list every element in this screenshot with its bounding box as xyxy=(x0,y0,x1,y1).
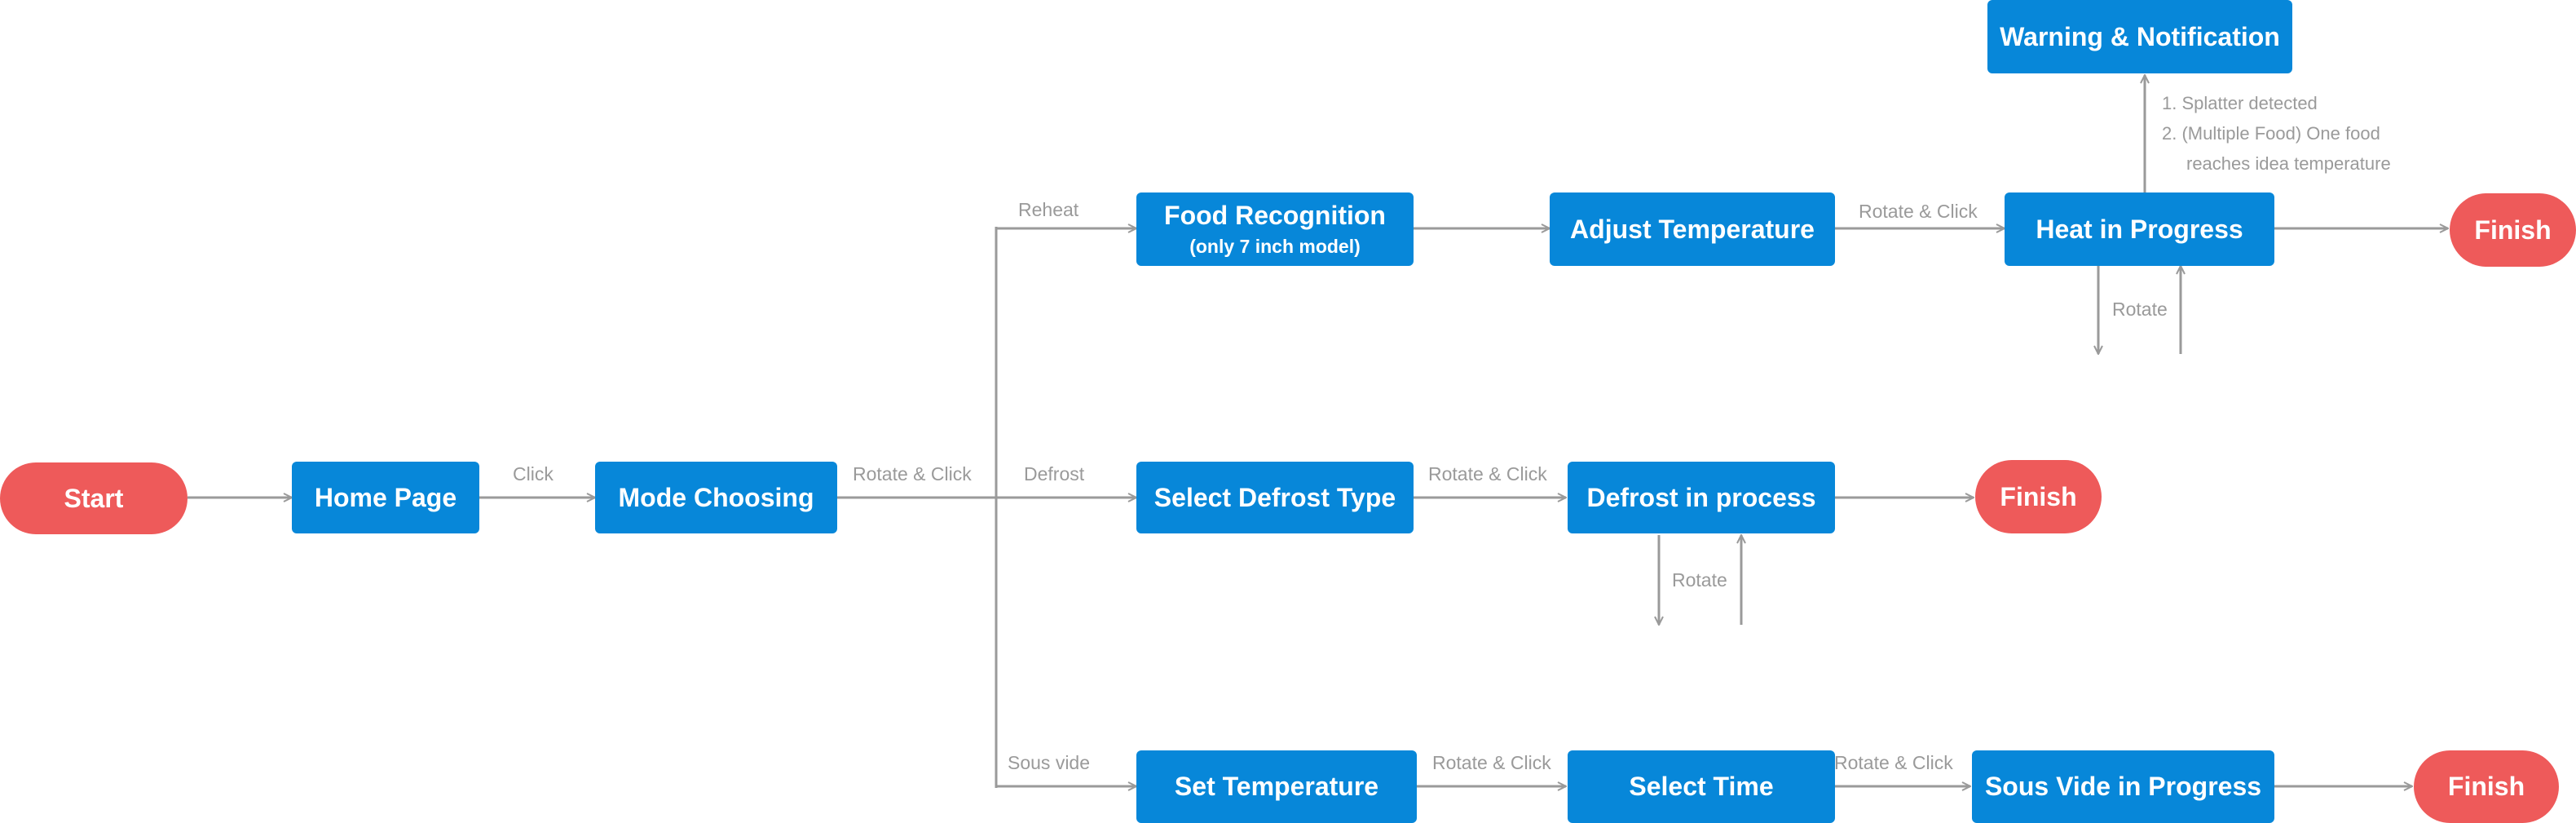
select-time-node: Select Time xyxy=(1568,750,1835,823)
label-click: Click xyxy=(513,463,554,485)
warning-notification-label: Warning & Notification xyxy=(2000,21,2280,51)
finish-defrost-label: Finish xyxy=(2000,481,2077,511)
label-rotate-click-reheat: Rotate & Click xyxy=(1859,201,1978,222)
home-page-label: Home Page xyxy=(314,482,457,512)
defrost-in-process-node: Defrost in process xyxy=(1568,462,1835,533)
finish-defrost-node: Finish xyxy=(1975,460,2102,533)
mode-choosing-node: Mode Choosing xyxy=(595,462,837,533)
finish-sous-vide-node: Finish xyxy=(2414,750,2559,823)
select-defrost-type-node: Select Defrost Type xyxy=(1136,462,1414,533)
warning-conditions: 1. Splatter detected 2. (Multiple Food) … xyxy=(2162,88,2391,179)
finish-reheat-label: Finish xyxy=(2474,215,2552,245)
heat-in-progress-node: Heat in Progress xyxy=(2005,192,2274,266)
sous-vide-in-progress-node: Sous Vide in Progress xyxy=(1972,750,2274,823)
start-node: Start xyxy=(0,462,187,534)
sous-vide-in-progress-label: Sous Vide in Progress xyxy=(1984,772,2262,802)
label-defrost: Defrost xyxy=(1024,463,1085,485)
set-temperature-node: Set Temperature xyxy=(1136,750,1417,823)
food-recognition-node: Food Recognition (only 7 inch model) xyxy=(1136,192,1414,266)
food-recognition-note: (only 7 inch model) xyxy=(1189,236,1361,258)
home-page-node: Home Page xyxy=(292,462,479,533)
mode-choosing-label: Mode Choosing xyxy=(618,482,814,512)
label-sous-vide: Sous vide xyxy=(1008,752,1091,773)
label-reheat: Reheat xyxy=(1018,199,1079,220)
select-defrost-type-label: Select Defrost Type xyxy=(1153,482,1396,512)
label-rotate-click-sv1: Rotate & Click xyxy=(1432,752,1551,773)
start-label: Start xyxy=(64,483,124,513)
set-temperature-label: Set Temperature xyxy=(1174,772,1379,802)
label-rotate-click-mode: Rotate & Click xyxy=(853,463,972,485)
label-rotate-click-sv2: Rotate & Click xyxy=(1834,752,1953,773)
label-rotate-defrost: Rotate xyxy=(1672,569,1727,591)
warning-condition-2-continued: reaches idea temperature xyxy=(2186,153,2391,174)
adjust-temperature-label: Adjust Temperature xyxy=(1570,214,1815,244)
heat-in-progress-label: Heat in Progress xyxy=(2036,214,2243,244)
warning-condition-1: 1. Splatter detected xyxy=(2162,93,2318,113)
label-rotate-click-defrost: Rotate & Click xyxy=(1428,463,1547,485)
finish-reheat-node: Finish xyxy=(2450,193,2576,267)
warning-condition-2: 2. (Multiple Food) One food xyxy=(2162,123,2380,144)
warning-notification-node: Warning & Notification xyxy=(1987,0,2292,73)
food-recognition-label: Food Recognition xyxy=(1164,201,1386,231)
select-time-label: Select Time xyxy=(1629,772,1774,802)
adjust-temperature-node: Adjust Temperature xyxy=(1550,192,1835,266)
defrost-in-process-label: Defrost in process xyxy=(1586,482,1816,512)
finish-sous-vide-label: Finish xyxy=(2447,772,2525,802)
label-rotate-heat: Rotate xyxy=(2112,299,2168,320)
